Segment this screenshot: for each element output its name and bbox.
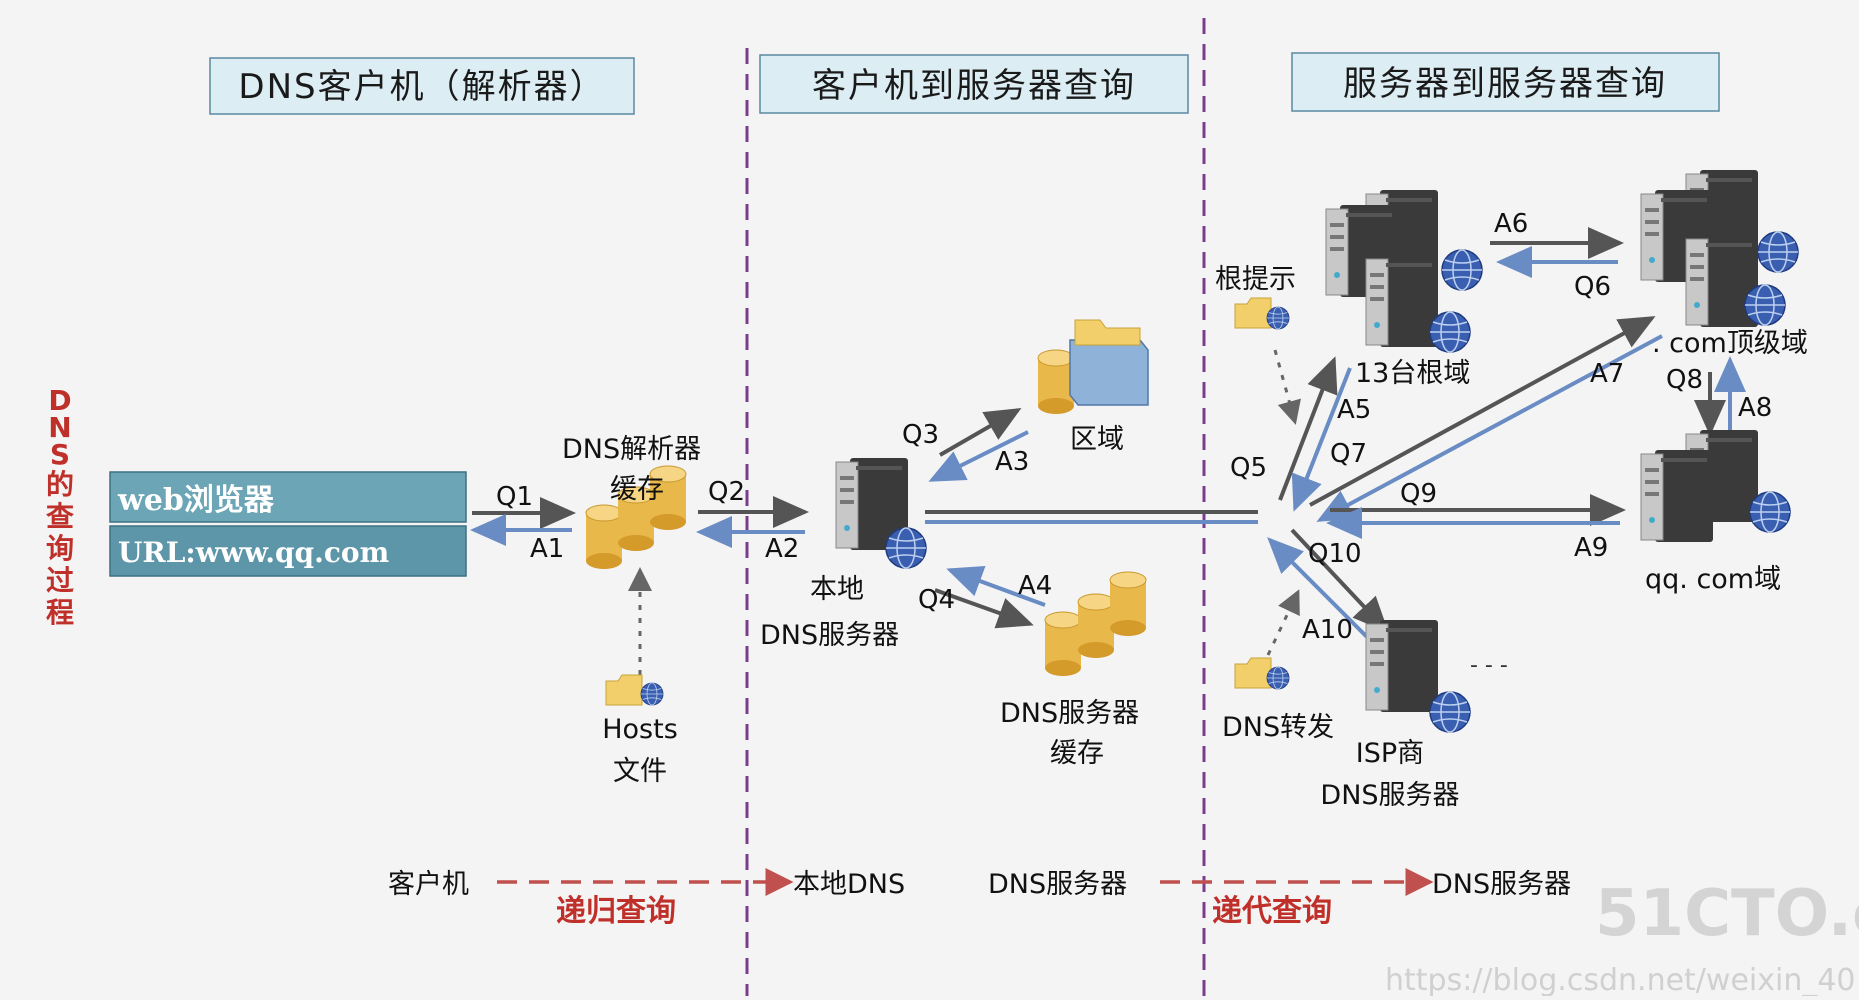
server-cache-label-1: DNS服务器 (1000, 698, 1139, 729)
recursive-query-label: 递归查询 (556, 894, 676, 929)
local-dns-server-icon (835, 457, 927, 569)
header-client-to-server-text: 客户机到服务器查询 (812, 66, 1136, 106)
vertical-title-char: 程 (46, 596, 74, 629)
bottom-local-dns-label: 本地DNS (793, 869, 905, 900)
label-a10: A10 (1302, 615, 1353, 645)
label-a6: A6 (1494, 209, 1528, 239)
label-a1: A1 (530, 534, 564, 564)
root-servers-icon (1325, 189, 1483, 353)
dns-forward-folder-icon (1234, 657, 1290, 690)
header-client-text: DNS客户机（解析器） (238, 67, 605, 107)
label-a5: A5 (1337, 395, 1371, 425)
label-a2: A2 (765, 534, 799, 564)
label-a9: A9 (1574, 533, 1608, 563)
vertical-title-char: D (48, 384, 71, 417)
browser-title: web浏览器 (117, 483, 275, 518)
vertical-title: D N S 的 查 询 过 程 (46, 384, 74, 629)
arrow-q3 (939, 408, 1022, 457)
root-hint-label: 根提示 (1215, 264, 1296, 295)
local-dns-label-1: 本地 (810, 574, 864, 605)
isp-server-icon (1365, 619, 1471, 733)
server-cache-label-2: 缓存 (1050, 738, 1104, 769)
hosts-folder-icon (605, 674, 664, 706)
label-q7: Q7 (1330, 439, 1367, 469)
label-a3: A3 (995, 447, 1029, 477)
arrow-root-hint (1273, 349, 1301, 425)
header-client-to-server: 客户机到服务器查询 (759, 54, 1189, 114)
header-client: DNS客户机（解析器） (209, 57, 635, 115)
bottom-client-label: 客户机 (388, 869, 469, 900)
watermark-brand: 51CTO.com (1595, 877, 1859, 951)
zone-label: 区域 (1070, 424, 1124, 455)
hosts-label-2: 文件 (613, 756, 667, 787)
resolver-cache-label-1: DNS解析器 (562, 434, 701, 465)
qq-com-servers-icon (1640, 429, 1791, 543)
arrow-q7 (1309, 316, 1656, 507)
arrow-q5 (1278, 356, 1338, 501)
arrow-a7 (1316, 334, 1663, 522)
ellipsis-label: - - - (1470, 653, 1508, 678)
label-a7: A7 (1590, 359, 1624, 389)
label-a8: A8 (1738, 393, 1772, 423)
label-q5: Q5 (1230, 453, 1267, 483)
arrow-dns-forward (1266, 589, 1300, 656)
root-servers-label: 13台根域 (1355, 358, 1470, 389)
root-hint-folder-icon (1234, 297, 1290, 330)
browser-url: URL:www.qq.com (118, 536, 389, 569)
isp-label-1: ISP商 (1356, 738, 1424, 769)
bottom-dns-server-1: DNS服务器 (988, 869, 1127, 900)
iterative-query-label: 递代查询 (1212, 894, 1332, 929)
label-q8: Q8 (1666, 365, 1703, 395)
label-q3: Q3 (902, 420, 939, 450)
vertical-title-char: 查 (46, 500, 74, 533)
vertical-title-char: 的 (46, 468, 74, 501)
watermark-url: https://blog.csdn.net/weixin_40 (1385, 963, 1856, 996)
isp-label-2: DNS服务器 (1320, 780, 1459, 811)
label-q4: Q4 (918, 585, 955, 615)
arrow-a5 (1291, 367, 1352, 512)
vertical-title-char: 询 (46, 532, 74, 565)
local-dns-label-2: DNS服务器 (760, 620, 899, 651)
bottom-dns-server-2: DNS服务器 (1432, 869, 1571, 900)
web-browser-box: web浏览器 URL:www.qq.com (109, 471, 467, 577)
label-a4: A4 (1018, 571, 1052, 601)
label-q6: Q6 (1574, 272, 1611, 302)
label-q10: Q10 (1308, 539, 1362, 569)
dns-forward-label: DNS转发 (1222, 712, 1334, 743)
zone-icon (1037, 319, 1149, 415)
label-q2: Q2 (708, 477, 745, 507)
label-q1: Q1 (496, 482, 533, 512)
hosts-label-1: Hosts (602, 714, 678, 745)
header-server-to-server: 服务器到服务器查询 (1291, 52, 1720, 112)
arrow-a3 (928, 430, 1029, 482)
arrow-a10 (1267, 537, 1374, 644)
header-server-to-server-text: 服务器到服务器查询 (1343, 64, 1667, 104)
arrow-a4 (946, 566, 1046, 607)
vertical-title-char: N (48, 411, 71, 444)
vertical-title-char: 过 (46, 564, 74, 597)
resolver-cache-label-2: 缓存 (610, 474, 664, 505)
arrow-q10 (1290, 528, 1389, 633)
label-q9: Q9 (1400, 479, 1437, 509)
com-tld-servers-icon (1640, 169, 1799, 328)
vertical-title-char: S (50, 438, 70, 471)
qq-com-label: qq. com域 (1645, 564, 1781, 595)
com-tld-label: . com顶级域 (1652, 328, 1808, 359)
server-cache-icon (1044, 571, 1147, 677)
